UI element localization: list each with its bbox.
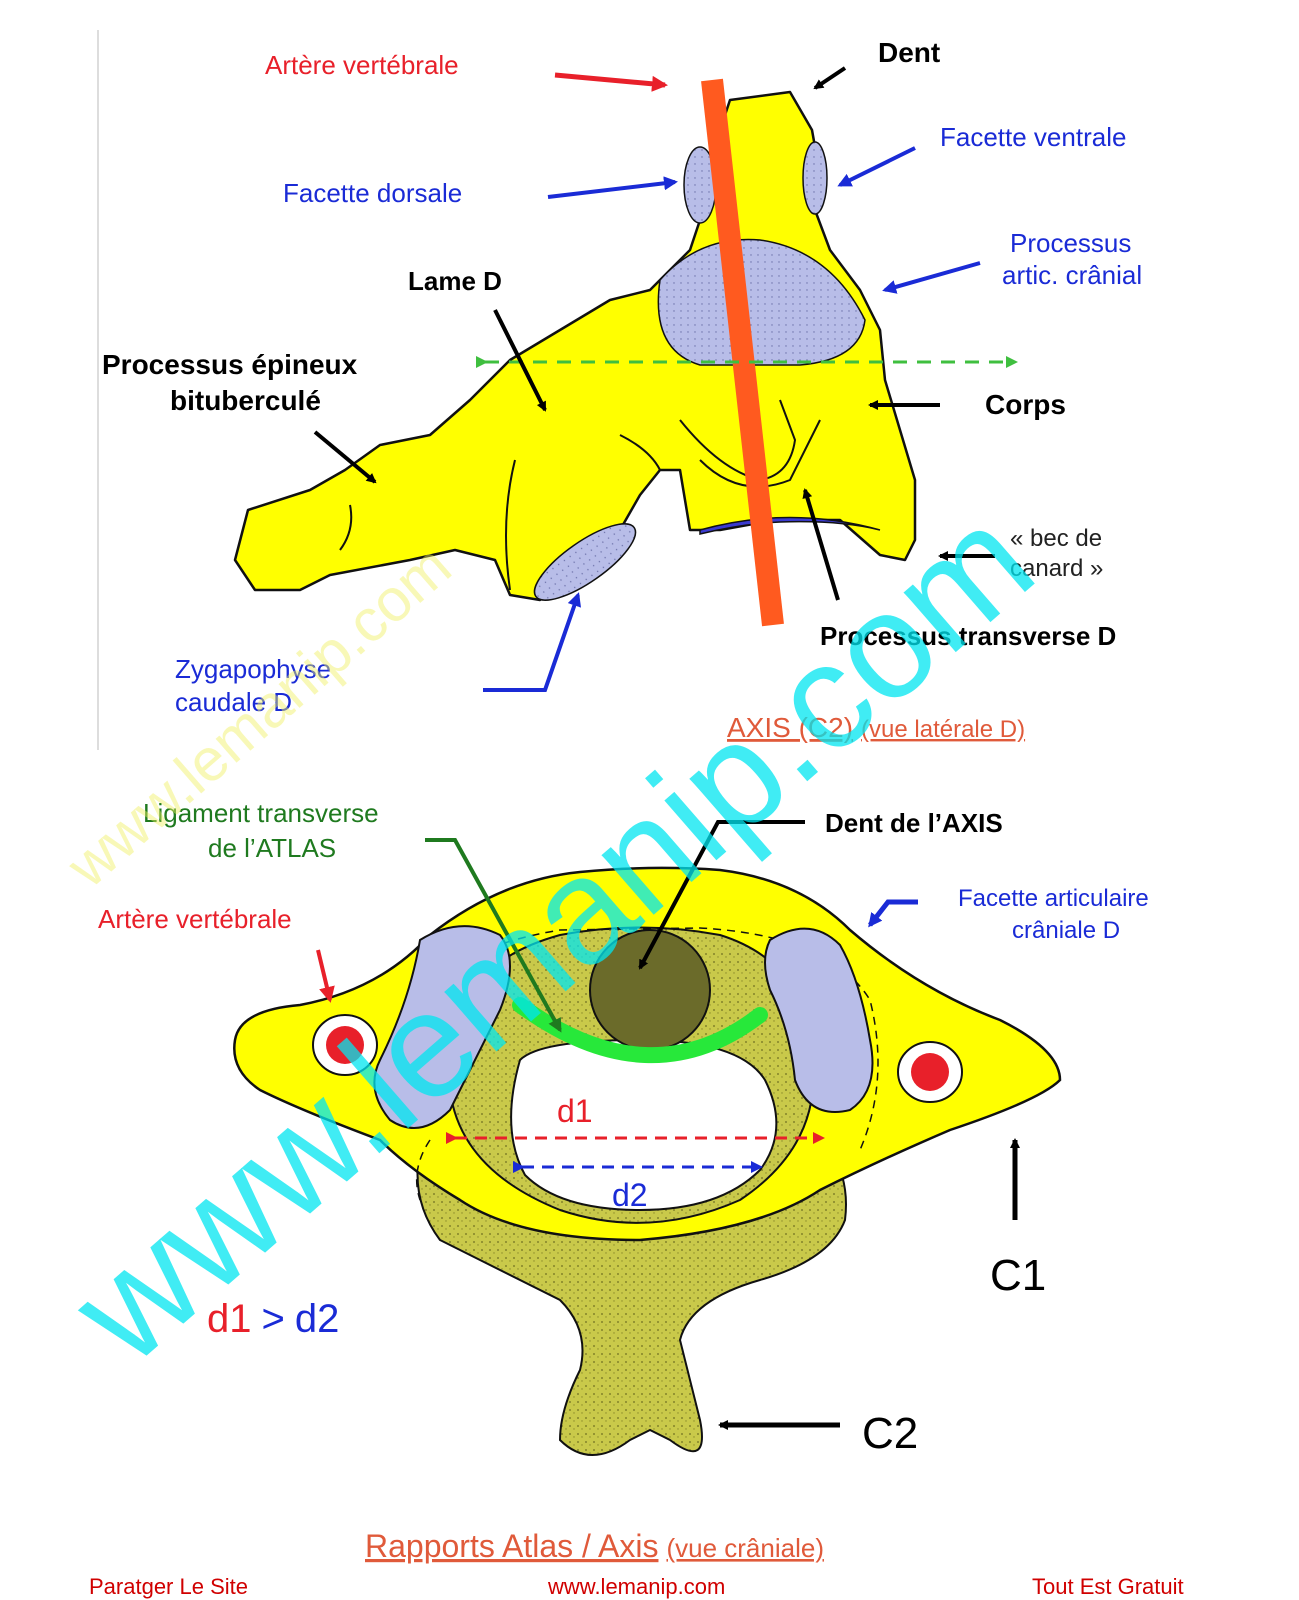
inferior-surface xyxy=(699,516,881,535)
arrow-dent xyxy=(813,66,847,90)
arrow-facette-articulaire xyxy=(868,899,918,928)
label-c2: C2 xyxy=(862,1409,918,1458)
arrow-dent-axis xyxy=(638,820,805,970)
arrow-zygapophyse xyxy=(483,592,582,692)
arrow-processus-epineux xyxy=(313,430,377,484)
label-ligament-2: de l’ATLAS xyxy=(208,833,336,863)
label-processus-epineux-2: bituberculé xyxy=(170,385,321,416)
label-d1-gt-d2: d1>d2 xyxy=(207,1297,339,1341)
arteria-vertebrale-gauche xyxy=(326,1026,364,1064)
label-facette-articulaire-2: crâniale D xyxy=(1012,917,1120,944)
label-dent-axis: Dent de l’AXIS xyxy=(825,808,1003,838)
label-facette-ventrale: Facette ventrale xyxy=(940,122,1126,152)
arrow-ligament xyxy=(425,838,562,1033)
arrow-facette-dorsale xyxy=(547,176,678,199)
label-compare-d1: d1 xyxy=(207,1297,252,1341)
contour-line xyxy=(505,459,516,591)
label-lame: Lame D xyxy=(408,266,502,296)
contour-line xyxy=(339,504,353,551)
arteria-vertebrale-bar xyxy=(701,78,784,627)
label-arteria-vertebrale-top: Artère vertébrale xyxy=(265,50,459,80)
label-processus-transverse: Processus transverse D xyxy=(820,621,1116,651)
label-bec-de-canard-2: canard » xyxy=(1010,555,1103,582)
label-c1: C1 xyxy=(990,1251,1046,1300)
label-d1: d1 xyxy=(557,1093,593,1129)
label-processus-articulaire-1: Processus xyxy=(1010,228,1131,258)
caption-atlas-axis: Rapports Atlas / Axis (vue crâniale) xyxy=(365,1528,824,1564)
atlas-axis-cranial-view: Ligament transverse de l’ATLAS Dent de l… xyxy=(98,798,1149,1564)
arrow-processus-articulaire xyxy=(882,261,981,294)
caption-axis-main: AXIS (C2) xyxy=(727,712,853,743)
label-ligament-1: Ligament transverse xyxy=(143,798,379,828)
arrow-facette-ventrale xyxy=(837,146,916,187)
caption-atlas-axis-sub: (vue crâniale) xyxy=(666,1533,824,1563)
arrow-lame xyxy=(493,309,547,412)
label-arteria-vertebrale-bottom: Artère vertébrale xyxy=(98,904,292,934)
contour-line xyxy=(619,434,661,471)
label-processus-epineux-1: Processus épineux xyxy=(102,349,358,380)
caption-axis: AXIS (C2) (vue latérale D) xyxy=(727,712,1025,743)
label-compare-d2: d2 xyxy=(295,1297,340,1341)
axis-dashed-outline xyxy=(415,1139,431,1201)
axis-lateral-view: Artère vertébrale Dent Facette ventrale … xyxy=(102,37,1142,743)
footer-center-link[interactable]: www.lemanip.com xyxy=(548,1574,726,1599)
arrow-processus-transverse xyxy=(802,488,840,601)
label-facette-dorsale: Facette dorsale xyxy=(283,178,462,208)
label-facette-articulaire-1: Facette articulaire xyxy=(958,885,1149,912)
facette-droite-shape xyxy=(764,927,874,1113)
label-d2: d2 xyxy=(612,1177,648,1213)
facette-gauche-shape xyxy=(373,925,511,1129)
arteria-vertebrale-droite xyxy=(911,1053,949,1091)
label-bec-de-canard-1: « bec de xyxy=(1010,525,1102,552)
arrow-arteria xyxy=(554,72,668,92)
label-corps: Corps xyxy=(985,389,1066,420)
zygapophyse-shape xyxy=(533,523,637,601)
footer-left[interactable]: Paratger Le Site xyxy=(89,1574,248,1599)
caption-atlas-axis-main: Rapports Atlas / Axis xyxy=(365,1528,658,1564)
label-dent: Dent xyxy=(878,37,940,68)
label-zygapophyse-2: caudale D xyxy=(175,687,292,717)
facette-ventrale-shape xyxy=(802,141,828,215)
footer-right[interactable]: Tout Est Gratuit xyxy=(1032,1574,1184,1599)
caption-axis-sub: (vue latérale D) xyxy=(861,716,1025,743)
label-zygapophyse-1: Zygapophyse xyxy=(175,654,331,684)
arrow-arteria-bottom xyxy=(316,949,335,1003)
label-processus-articulaire-2: artic. crânial xyxy=(1002,260,1142,290)
label-compare-gt: > xyxy=(262,1297,285,1341)
